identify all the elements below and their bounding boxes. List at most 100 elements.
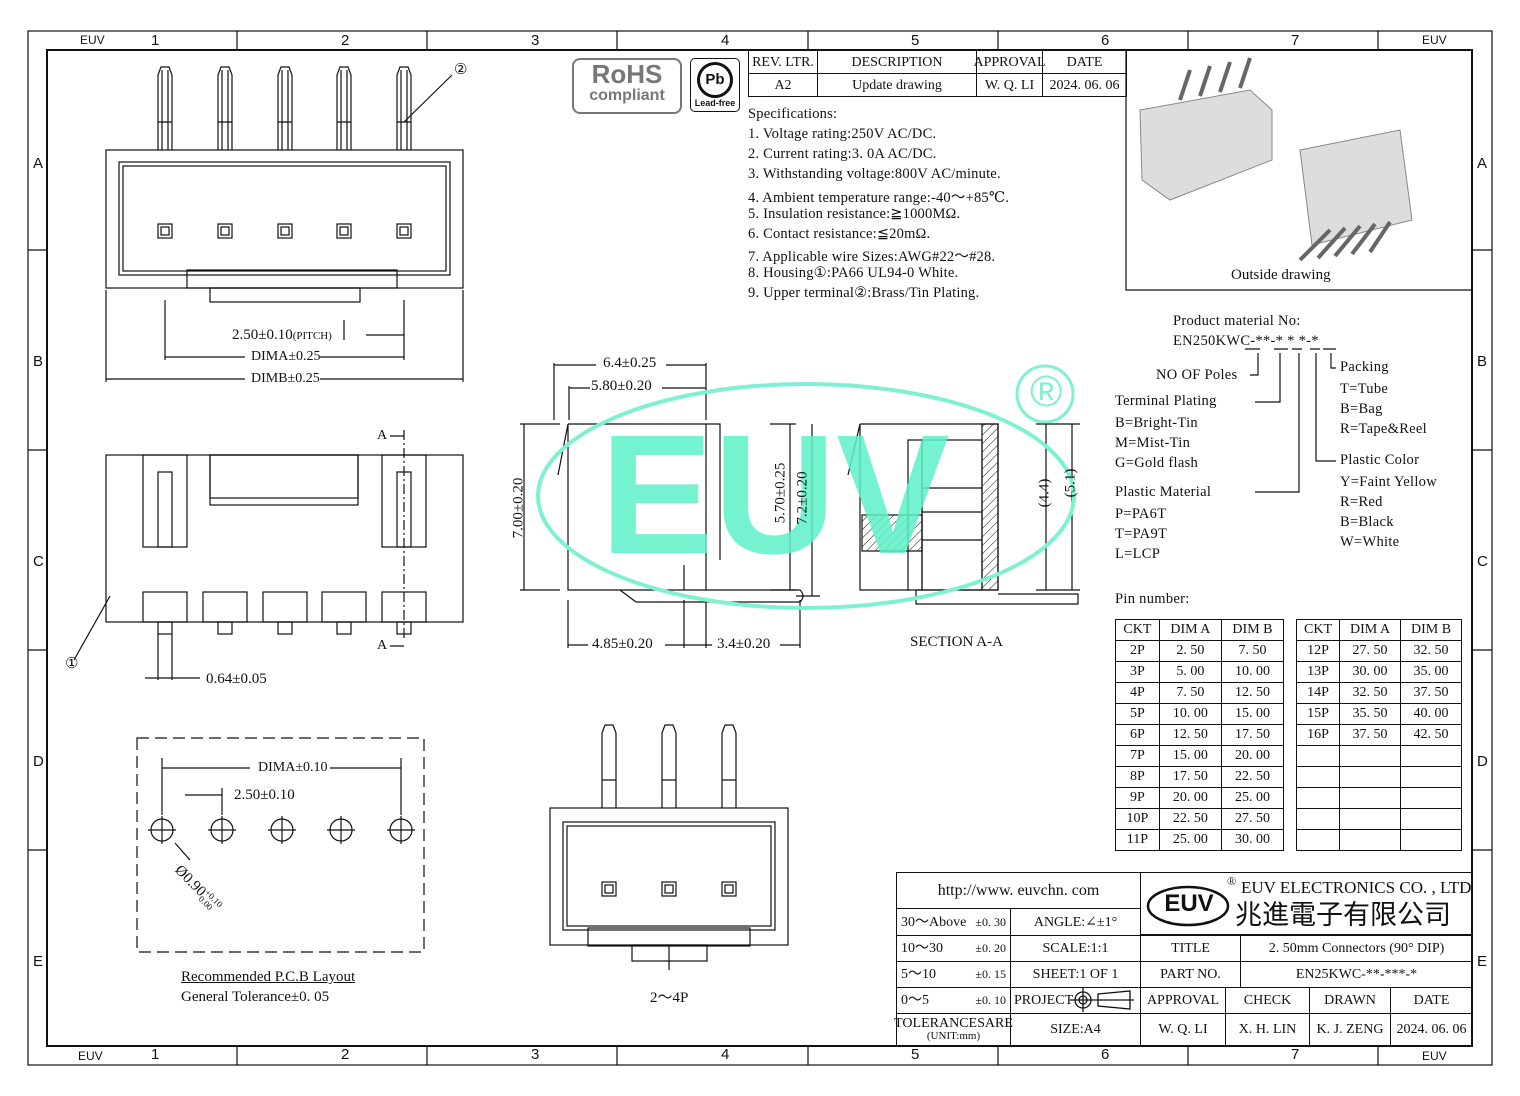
option: T=Tube [1340,381,1389,397]
outer-border [27,30,1493,1066]
row-left-E: E [33,953,44,970]
table-cell: 17. 50 [1220,724,1285,746]
zone-top-6: 6 [1101,32,1110,49]
lead-free-text: Lead-free [694,98,736,108]
tolerance-value: ±0. 20 [975,941,1006,955]
tolerance-label: General Tolerance±0. 05 [181,989,330,1005]
zone-top-1: 1 [151,32,160,49]
rev-header: REV. LTR. [748,50,818,74]
section-dim-2: (5.1) [1062,468,1079,498]
table-cell [1339,808,1402,830]
row-right-C: C [1477,553,1488,570]
table-cell: 30. 00 [1339,661,1402,683]
packing-label: Packing [1340,359,1389,375]
spec-item: 4. Ambient temperature range:-40～+85℃. [748,189,1010,206]
table-cell: 32. 50 [1400,640,1462,662]
product-title: Product material No: [1173,313,1301,329]
watermark-logo: EUV [600,400,950,590]
sign-value: W. Q. LI [1140,1013,1226,1046]
column-header: DIM A [1158,619,1222,641]
tolerance-row: 5～10±0. 15 [896,961,1011,988]
width-dim-2: 5.80±0.20 [591,378,652,394]
table-cell: 12. 50 [1158,724,1222,746]
bottom-dim-1: 4.85±0.20 [592,636,653,652]
pitch-note: (PITCH) [292,330,332,342]
company-header: EUV ® EUV ELECTRONICS CO. , LTD 兆進電子有限公司 [1140,872,1473,935]
column-header: DIM B [1400,619,1462,641]
specs-title: Specifications: [748,106,838,122]
table-cell: 20. 00 [1158,787,1222,809]
table-cell: 15. 00 [1158,745,1222,767]
unit-label: (UNIT:mm) [926,1029,981,1042]
row-right-D: D [1477,753,1488,770]
table-cell: 6P [1115,724,1160,746]
section-mark-bottom: A [377,638,388,653]
table-cell [1339,766,1402,788]
table-cell [1339,787,1402,809]
spec-item: 2. Current rating:3. 0A AC/DC. [748,145,937,162]
column-header: CKT [1295,619,1341,641]
title-label: TITLE [1140,935,1241,962]
product-code: EN250KWC-**-* * *-* [1173,333,1319,349]
spec-item: 8. Housing①:PA66 UL94-0 White. [748,265,959,282]
table-cell [1400,829,1462,851]
sign-value: 2024. 06. 06 [1390,1013,1473,1046]
option: B=Bright-Tin [1115,415,1198,431]
table-cell [1400,745,1462,767]
variant-label: 2～4P [650,990,689,1006]
table-row [1295,745,1462,767]
zone-top-4: 4 [721,32,730,49]
table-cell: 37. 50 [1339,724,1402,746]
company-name-cn: 兆進電子有限公司 [1235,900,1451,931]
option: Y=Faint Yellow [1340,474,1437,490]
callout-2: ② [454,62,468,78]
pin-width-dim: 0.64±0.05 [206,671,267,687]
zone-bottom-7: 7 [1291,1046,1300,1063]
row-left-A: A [33,155,44,172]
table-cell [1295,829,1341,851]
table-cell: 4P [1115,682,1160,704]
table-cell: 12. 50 [1220,682,1285,704]
table-cell: 35. 50 [1339,703,1402,725]
callout-1: ① [65,656,79,672]
table-cell: 12P [1295,640,1341,662]
spec-item: 7. Applicable wire Sizes:AWG#22～#28. [748,249,996,266]
frame-brand: EUV [80,33,105,47]
frame-brand: EUV [1422,33,1447,47]
zone-bottom-3: 3 [531,1046,540,1063]
sign-header: APPROVAL [1140,987,1226,1014]
tolerance-range: 30～Above [901,914,967,930]
table-cell: 2. 50 [1158,640,1222,662]
approval-header: APPROVAL [973,50,1046,74]
option: L=LCP [1115,546,1161,562]
plating-label: Terminal Plating [1115,393,1217,409]
tolerance-note: TOLERANCESARE(UNIT:mm) [894,1013,1013,1046]
section-dim-1: (4.4) [1036,478,1053,508]
part-no-label: PART NO. [1140,961,1241,988]
table-cell: 17. 50 [1158,766,1222,788]
table-cell: 7. 50 [1220,640,1285,662]
table-cell: 14P [1295,682,1341,704]
table-cell: 5. 00 [1158,661,1222,683]
table-cell: 2P [1115,640,1160,662]
spec-item: 3. Withstanding voltage:800V AC/minute. [748,165,1001,182]
zone-bottom-2: 2 [341,1046,350,1063]
lead-free-logo: Pb Lead-free [690,58,740,112]
table-cell: 25. 00 [1158,829,1222,851]
tolerance-row: 10～30±0. 20 [896,935,1011,962]
dima-dim: DIMA±0.25 [251,349,321,364]
approval-value: W. Q. LI [976,73,1043,97]
spec-item: 6. Contact resistance:≦20mΩ. [748,225,931,242]
column-header: CKT [1115,619,1160,641]
